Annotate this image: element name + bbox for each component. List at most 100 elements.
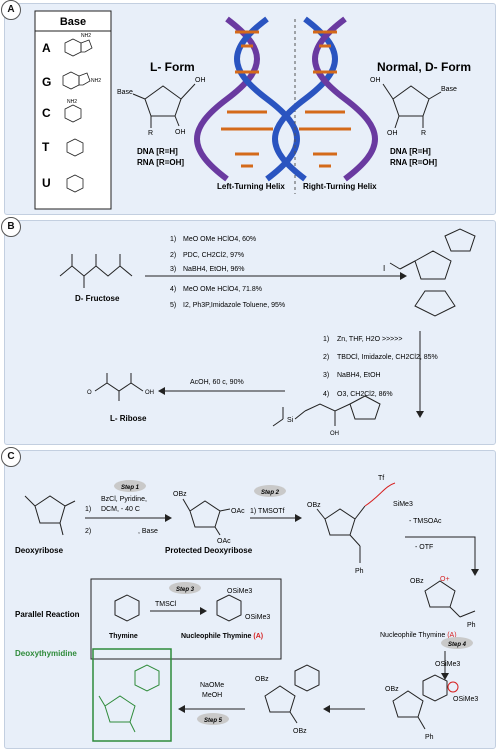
b2-n4: 4) [323, 391, 329, 398]
ci-obz: OBz [385, 686, 399, 693]
protected-nucleoside [264, 664, 320, 724]
b2-t4: O3, CH2Cl2, 86% [337, 391, 393, 398]
b1-t3: NaBH4, EtOH, 96% [183, 266, 244, 273]
protected-deoxyribose-structure [182, 498, 231, 536]
d-form-label: Normal, D- Form [377, 60, 471, 74]
parallel-box [90, 578, 282, 660]
oxo-obz: OBz [410, 578, 424, 585]
d-form-sugar [382, 83, 442, 129]
step4-pill [441, 637, 473, 649]
nh2-a: NH2 [81, 33, 91, 39]
thymine-structure [114, 594, 140, 622]
base-header: Base [60, 16, 86, 28]
iodo-i: I [383, 264, 385, 273]
d-form-oh-top: OH [370, 77, 381, 84]
ci-ph: Ph [425, 734, 434, 741]
deoxythymidine-box [92, 648, 172, 742]
b1-t4: MeO OMe HClO4, 71.8% [183, 286, 262, 293]
sime3-label: SiMe3 [393, 501, 413, 508]
l-form-dna: DNA [R=H] [137, 147, 178, 156]
coupled-intermediate [392, 674, 448, 730]
l-form-r: R [148, 130, 153, 137]
naome-label: NaOMe [200, 682, 224, 689]
pd-oac-2: OAc [217, 538, 231, 545]
nh2-c: NH2 [67, 99, 77, 105]
oxo-ph: Ph [467, 622, 476, 629]
step2-pill [254, 485, 286, 497]
left-helix [194, 16, 300, 182]
b1-t1: MeO OMe HClO4, 60% [183, 236, 256, 243]
step1-n2: 2) [85, 528, 91, 535]
pd-obz: OBz [173, 491, 187, 498]
minus-tmsoac: - TMSOAc [409, 518, 442, 525]
d-form-oh-bottom: OH [387, 130, 398, 137]
l-form-rna: RNA [R=OH] [137, 158, 184, 167]
panel-a-figure: Base A G C T U NH2 NH2 NH2 L- Form Base … [34, 10, 471, 210]
b2-n1: 1) [323, 336, 329, 343]
pn-obz-1: OBz [255, 676, 269, 683]
step5-label: Step 5 [204, 718, 223, 724]
reagents-b1: 1) MeO OMe HClO4, 60% 2) PDC, CH2Cl2, 97… [170, 236, 285, 309]
panel-b-label: B [1, 217, 21, 237]
d-form-rna: RNA [R=OH] [390, 158, 437, 167]
acoh-label: AcOH, 60 c, 90% [190, 379, 244, 386]
ai-obz: OBz [307, 502, 321, 509]
panel-b: B D- Fructose 1) MeO OMe HClO4, 60% 2) P… [1, 217, 496, 445]
osime3-2: OSiMe3 [245, 614, 270, 621]
deoxyribose-label: Deoxyribose [15, 546, 64, 555]
ai-ph: Ph [355, 568, 364, 575]
ribose-o: O [87, 390, 92, 396]
b1-n5: 5) [170, 302, 176, 309]
step1-label: Step 1 [121, 485, 140, 491]
base-letter-u: U [42, 176, 51, 190]
pn-obz-2: OBz [293, 728, 307, 735]
fructose-label: D- Fructose [75, 294, 120, 303]
tbs-oh: OH [330, 431, 339, 437]
b2-t2: TBDCl, Imidazole, CH2Cl2, 85% [337, 354, 438, 361]
step1-reagent-1: BzCl, Pyridine, [101, 496, 147, 503]
panel-b-figure: D- Fructose 1) MeO OMe HClO4, 60% 2) PDC… [59, 228, 476, 437]
l-form-sugar [132, 83, 196, 128]
d-form-dna: DNA [R=H] [390, 147, 431, 156]
b1-t5: I2, Ph3P,Imidazole Toluene, 95% [183, 302, 285, 309]
tf-label: Tf [378, 475, 384, 482]
step1-n1: 1) [85, 506, 91, 513]
meoh-label: MeOH [202, 692, 222, 699]
b2-t1: Zn, THF, H2O >>>>> [337, 336, 402, 343]
b2-n2: 2) [323, 354, 329, 361]
nuc-thymine-a-label: Nucleophile Thymine (A) [380, 632, 457, 639]
base-letter-a: A [42, 41, 51, 55]
step2-label: Step 2 [261, 490, 280, 496]
si-label: Si [287, 417, 294, 424]
l-form-oh-top: OH [195, 77, 206, 84]
l-form-oh-bottom: OH [175, 129, 186, 136]
d-form-base: Base [441, 86, 457, 93]
b2-n3: 3) [323, 372, 329, 379]
step1-pill [114, 480, 146, 492]
base-letter-t: T [42, 140, 50, 154]
l-form-base: Base [117, 89, 133, 96]
panel-a: A Base A G C T U NH2 NH2 NH2 L- Form Bas… [1, 0, 496, 215]
arrow-curl-2 [447, 681, 459, 693]
step4-label: Step 4 [448, 642, 467, 648]
step1-reagent-2: DCM, - 40 C [101, 506, 140, 513]
tmsotf-label: 1) TMSOTf [250, 508, 285, 515]
thymine-label: Thymine [109, 633, 138, 640]
d-form-r: R [421, 130, 426, 137]
oxocarbenium [424, 580, 476, 618]
ci-osime3-2: OSiMe3 [453, 696, 478, 703]
arrow-otf [405, 536, 476, 569]
panel-c-figure: Deoxyribose Step 1 1) BzCl, Pyridine, DC… [15, 475, 479, 742]
oxo-o-plus: O+ [440, 576, 450, 583]
l-form-label: L- Form [150, 60, 195, 74]
base-letter-g: G [42, 75, 51, 89]
reagents-b2: 1) Zn, THF, H2O >>>>> 2) TBDCl, Imidazol… [323, 336, 438, 398]
protected-label: Protected Deoxyribose [165, 546, 253, 555]
left-helix-label: Left-Turning Helix [217, 182, 285, 191]
right-helix [272, 16, 378, 182]
osime3-1: OSiMe3 [227, 588, 252, 595]
pd-oac-1: OAc [231, 508, 245, 515]
activated-intermediate [316, 505, 366, 563]
tmscl-label: TMSCl [155, 601, 177, 608]
step3-pill [169, 582, 201, 594]
